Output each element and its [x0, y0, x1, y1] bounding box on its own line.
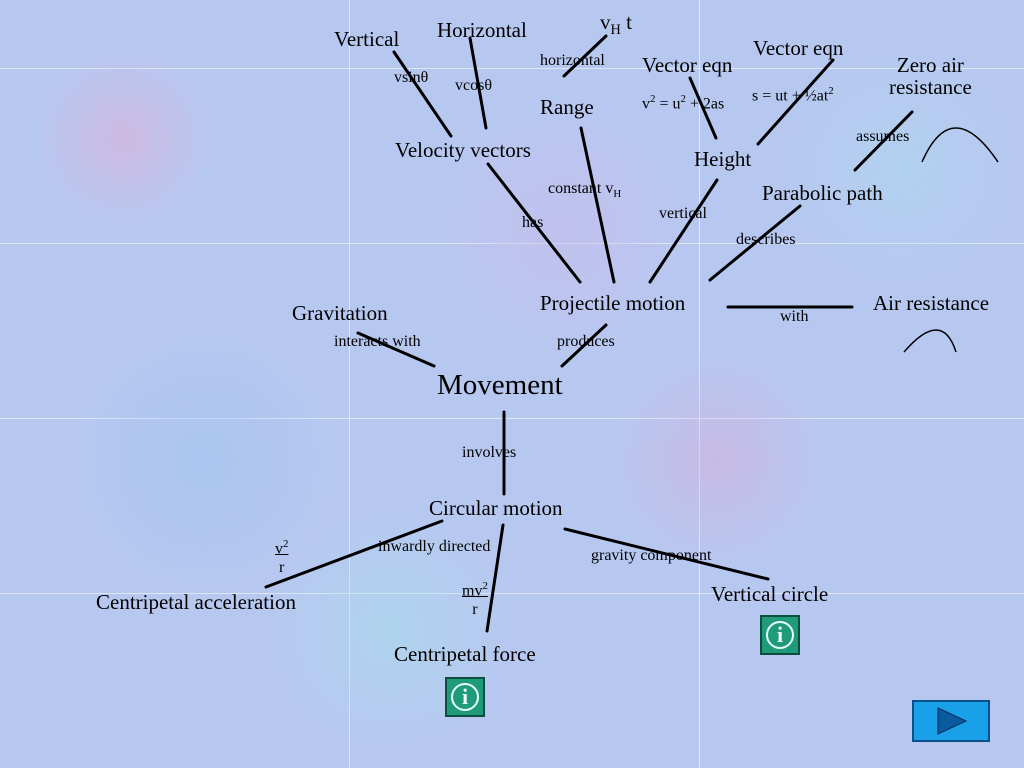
- node-projectile-motion: Projectile motion: [540, 291, 686, 315]
- link-projectile-movement: [560, 323, 608, 368]
- node-gravitation: Gravitation: [292, 301, 388, 325]
- node-horizontal: Horizontal: [437, 18, 527, 42]
- label-assumes: assumes: [856, 128, 910, 145]
- eqn1-sup2: 2: [680, 93, 686, 105]
- label-eqn-s: s = ut + ½at2: [752, 85, 834, 105]
- constant-sub: H: [613, 188, 622, 201]
- fraction-force-num: mv2: [462, 580, 488, 601]
- link-vectoreqn2-height: [756, 58, 835, 146]
- label-inwardly-directed: inwardly directed: [378, 538, 491, 555]
- node-height: Height: [694, 147, 752, 171]
- force-num: mv: [462, 582, 483, 600]
- eqn2-sup: 2: [828, 85, 834, 97]
- link-height-projectile: [648, 178, 719, 284]
- vh-t-sub: H: [610, 22, 621, 39]
- info-icon: i: [451, 683, 479, 711]
- eqn1-sup1: 2: [650, 93, 656, 105]
- zero-air-line1: Zero air: [896, 53, 964, 77]
- link-vertical-velocity: [392, 50, 453, 138]
- link-vectoreqn1-height: [688, 76, 718, 140]
- label-vertical: vertical: [659, 205, 707, 222]
- eqn2-a: s = ut + ½at: [752, 87, 829, 105]
- link-zeroair-parabolic: [853, 110, 914, 172]
- eqn1-c: + 2as: [685, 95, 725, 113]
- info-button-centripetal-force[interactable]: i: [445, 677, 485, 717]
- link-circular-vertical-circle: [563, 527, 770, 581]
- link-horizontal-velocity: [468, 36, 488, 130]
- node-vector-eqn-2: Vector eqn: [753, 36, 844, 60]
- play-arrow-icon: [937, 707, 968, 735]
- node-centripetal-acceleration: Centripetal acceleration: [96, 590, 296, 614]
- constant-a: constant v: [548, 180, 614, 197]
- info-icon: i: [766, 621, 794, 649]
- eqn1-a: v: [642, 95, 650, 113]
- label-vsin: vsinθ: [394, 69, 429, 86]
- eqn1-b: = u: [655, 95, 681, 113]
- node-vh-t: vH t: [600, 11, 632, 38]
- node-vertical-circle: Vertical circle: [711, 582, 829, 606]
- node-parabolic-path: Parabolic path: [762, 181, 883, 205]
- label-interacts-with: interacts with: [334, 333, 421, 350]
- label-constant-vh: constant vH: [548, 180, 622, 201]
- label-gravity-component: gravity component: [591, 547, 712, 564]
- vh-t-t: t: [620, 10, 632, 34]
- fraction-accel-num: v2: [275, 538, 288, 559]
- link-parabolic-projectile: [708, 204, 802, 282]
- node-velocity-vectors: Velocity vectors: [395, 138, 531, 162]
- node-circular-motion: Circular motion: [429, 496, 563, 520]
- label-vcos: vcosθ: [455, 77, 492, 94]
- fraction-v2-over-r: v2 r: [275, 538, 288, 577]
- air-resistance-curve-icon: [903, 329, 957, 353]
- fraction-mv2-over-r: mv2 r: [462, 580, 488, 619]
- node-zero-air-resistance: Zero air resistance: [889, 54, 972, 98]
- next-slide-button[interactable]: [912, 700, 990, 742]
- link-velocity-projectile: [486, 162, 582, 284]
- node-vector-eqn-1: Vector eqn: [642, 53, 733, 77]
- label-produces: produces: [557, 333, 615, 350]
- accel-den: r: [279, 558, 285, 576]
- accel-num: v: [275, 540, 283, 558]
- node-movement: Movement: [437, 369, 563, 401]
- zero-air-line2: resistance: [889, 75, 972, 100]
- force-den: r: [472, 600, 478, 618]
- force-sup: 2: [482, 580, 488, 592]
- label-involves: involves: [462, 444, 517, 461]
- link-gravitation-movement: [356, 331, 436, 368]
- node-centripetal-force: Centripetal force: [394, 642, 536, 666]
- node-vertical: Vertical: [334, 27, 400, 51]
- link-vht-range: [562, 34, 608, 78]
- link-range-projectile: [579, 126, 616, 284]
- parabola-curve-icon: [921, 127, 999, 163]
- accel-sup: 2: [283, 538, 289, 550]
- label-horizontal: horizontal: [540, 52, 605, 69]
- node-air-resistance: Air resistance: [873, 291, 990, 315]
- label-describes: describes: [736, 231, 796, 248]
- link-circular-centripetal-force: [485, 523, 505, 633]
- label-eqn-v2: v2 = u2 + 2as: [642, 93, 725, 113]
- label-has: has: [522, 214, 544, 231]
- info-button-vertical-circle[interactable]: i: [760, 615, 800, 655]
- label-with: with: [780, 308, 809, 325]
- node-range: Range: [540, 95, 594, 119]
- link-circular-centripetal-accel: [264, 519, 444, 589]
- vh-t-v: v: [600, 10, 611, 34]
